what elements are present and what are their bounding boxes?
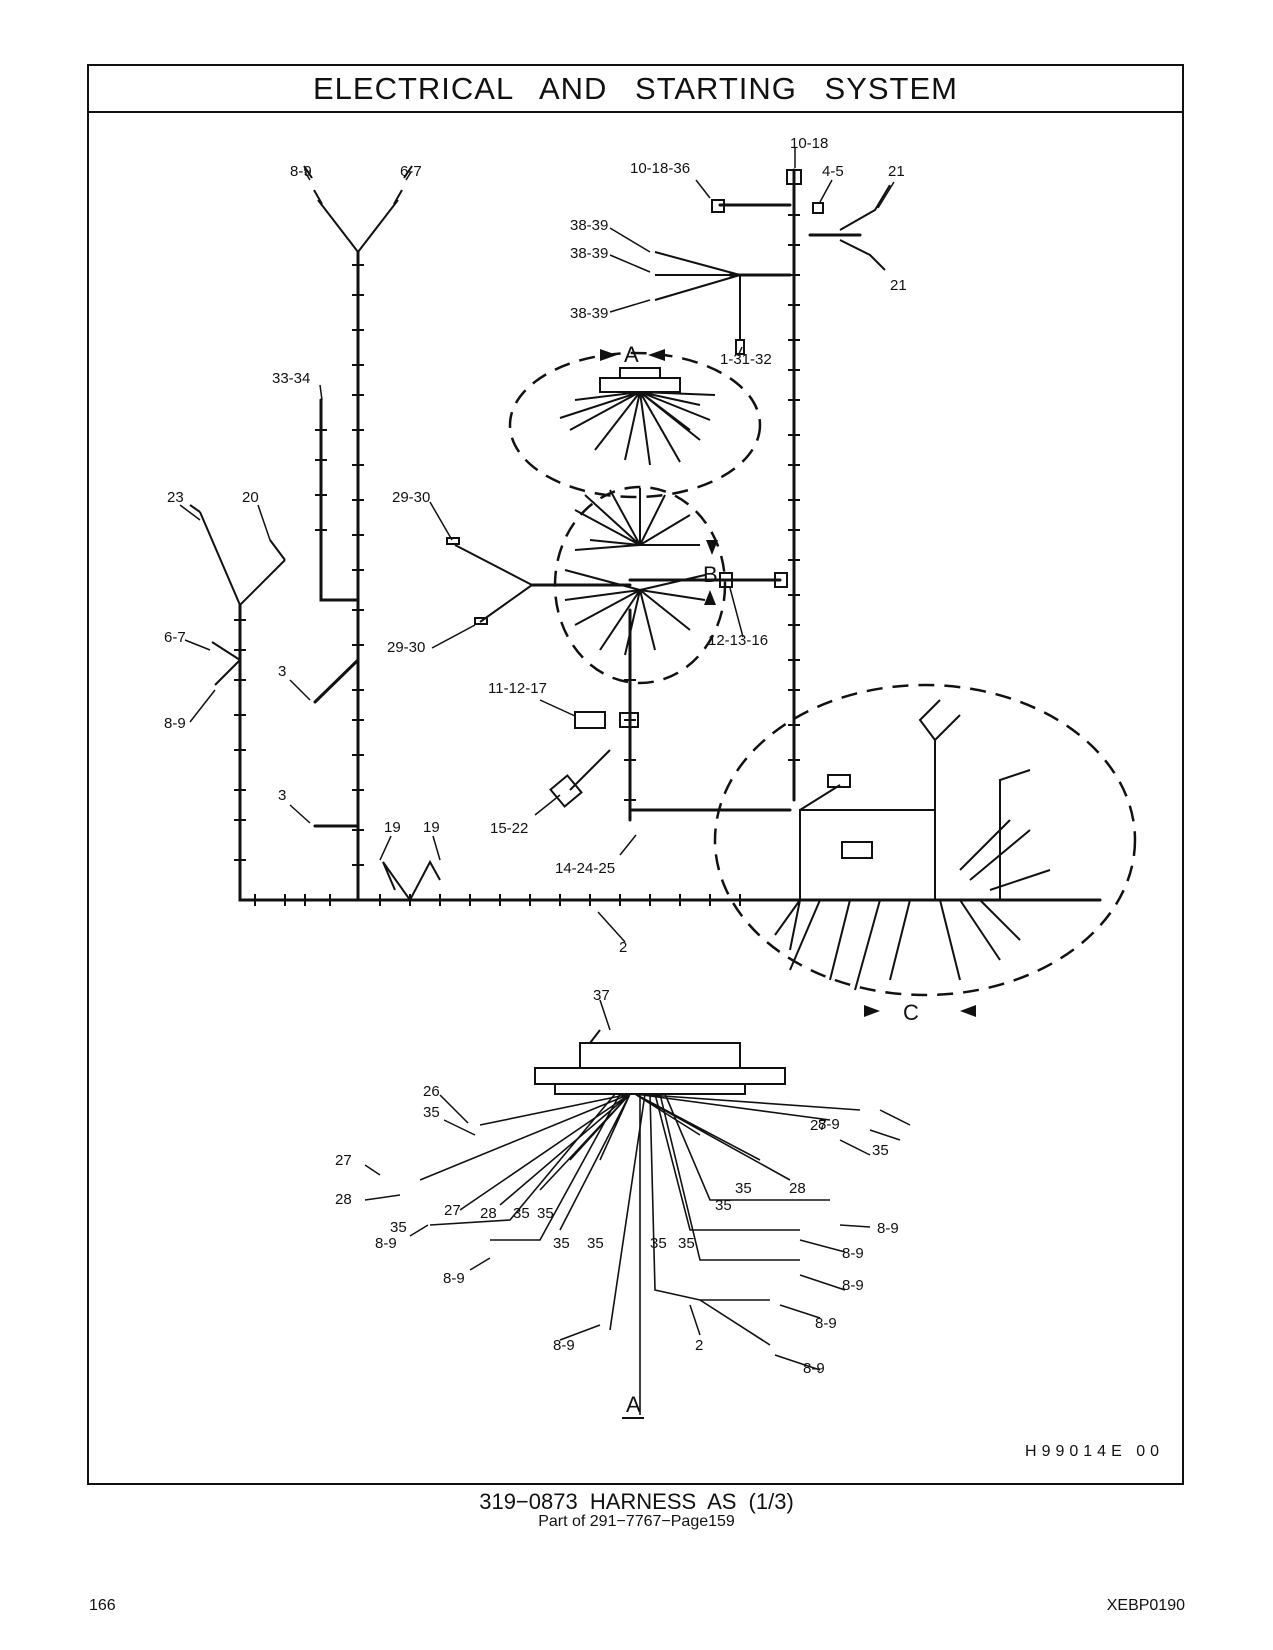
callout: 8-9	[877, 1220, 899, 1237]
callout: 37	[593, 987, 610, 1004]
callout: 38-39	[570, 217, 608, 234]
callout: 28	[789, 1180, 806, 1197]
callout: 10-18	[790, 135, 828, 152]
document-id: XEBP0190	[1106, 1597, 1185, 1614]
callout: 8-9	[375, 1235, 397, 1252]
callout: 1-31-32	[720, 351, 772, 368]
callout: 35	[390, 1219, 407, 1236]
callout: 3	[278, 787, 286, 804]
callout: 2	[619, 939, 627, 956]
callout: 38-39	[570, 245, 608, 262]
page-title: ELECTRICAL AND STARTING SYSTEM	[313, 70, 958, 106]
callout-labels: 8-9 6-7 10-18-36 10-18 4-5 21 38-39 38-3…	[164, 135, 907, 1377]
main-harness	[238, 168, 1102, 902]
callout: 19	[423, 819, 440, 836]
callout: 21	[888, 163, 905, 180]
view-a-fanout	[559, 367, 716, 466]
callout: 6-7	[400, 163, 422, 180]
callout: 35	[587, 1235, 604, 1252]
connectors-top-right	[654, 169, 891, 355]
callout: 35	[513, 1205, 530, 1222]
callout: 3	[278, 663, 286, 680]
callout: 15-22	[490, 820, 528, 837]
lower-fanout	[419, 1093, 861, 1415]
view-c-fanout	[774, 699, 1051, 991]
callout: 27	[335, 1152, 352, 1169]
callout: 27	[810, 1117, 827, 1134]
callout: 35	[537, 1205, 554, 1222]
callout: 35	[553, 1235, 570, 1252]
callout: 8-9	[842, 1245, 864, 1262]
view-label-a-section: A	[626, 1392, 641, 1417]
view-label-b: B	[703, 562, 718, 587]
leader-lines	[179, 148, 911, 1371]
callout: 2	[695, 1337, 703, 1354]
harness-clips	[234, 214, 800, 906]
callout: 23	[167, 489, 184, 506]
breakout-29-30	[446, 537, 533, 625]
callout: 35	[735, 1180, 752, 1197]
callout: 8-9	[443, 1270, 465, 1287]
callout: 28	[335, 1191, 352, 1208]
drawing-code: H99014E 00	[1025, 1443, 1164, 1460]
view-label-a: A	[624, 342, 639, 367]
figure-caption: 319−0873 HARNESS AS (1/3)	[479, 1489, 794, 1514]
callout: 26	[423, 1083, 440, 1100]
figure-subcaption: Part of 291−7767−Page159	[538, 1513, 735, 1530]
callout: 8-9	[803, 1360, 825, 1377]
callout: 35	[423, 1104, 440, 1121]
callout: 29-30	[392, 489, 430, 506]
view-arrows	[600, 349, 976, 1017]
callout: 8-9	[553, 1337, 575, 1354]
drawing-frame: ELECTRICAL AND STARTING SYSTEM H99014E 0…	[87, 64, 1184, 1485]
callout: 27	[444, 1202, 461, 1219]
assembly-37	[534, 1029, 786, 1095]
callout: 21	[890, 277, 907, 294]
callout: 35	[650, 1235, 667, 1252]
callout: 35	[872, 1142, 889, 1159]
view-letters: A B C A	[624, 342, 919, 1417]
callout: 29-30	[387, 639, 425, 656]
callout: 38-39	[570, 305, 608, 322]
callout: 8-9	[815, 1315, 837, 1332]
callout: 28	[480, 1205, 497, 1222]
callout: 33-34	[272, 370, 310, 387]
title-bar: ELECTRICAL AND STARTING SYSTEM	[89, 66, 1182, 113]
callout: 12-13-16	[708, 632, 768, 649]
callout: 20	[242, 489, 259, 506]
callout: 10-18-36	[630, 160, 690, 177]
callout: 35	[715, 1197, 732, 1214]
callout: 8-9	[818, 1116, 840, 1133]
callout: 8-9	[290, 163, 312, 180]
callout: 11-12-17	[488, 680, 547, 697]
callout: 14-24-25	[555, 860, 615, 877]
callout: 19	[384, 819, 401, 836]
callout: 6-7	[164, 629, 186, 646]
view-b-fanout	[564, 488, 706, 656]
callout: 4-5	[822, 163, 844, 180]
bracket-11-12-17	[549, 711, 639, 808]
page-number: 166	[89, 1597, 116, 1614]
callout: 35	[678, 1235, 695, 1252]
callout: 8-9	[164, 715, 186, 732]
callout: 8-9	[842, 1277, 864, 1294]
breakout-23-20	[189, 504, 286, 686]
breakout-8-9-6-7	[303, 165, 413, 254]
view-label-c: C	[903, 1000, 919, 1025]
loops-19	[382, 859, 441, 902]
